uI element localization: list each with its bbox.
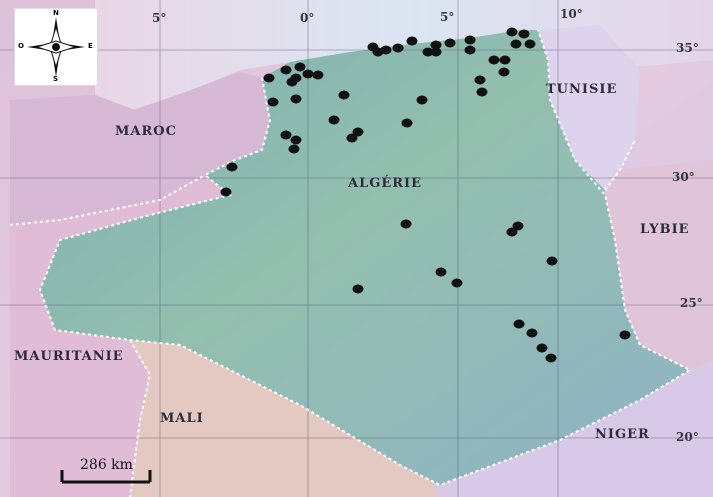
site-marker: [380, 45, 392, 55]
libya-region: [605, 160, 713, 370]
compass-e: E: [88, 42, 93, 50]
site-marker: [536, 343, 548, 353]
latitude-label-25: 25°: [680, 296, 703, 310]
site-marker: [302, 69, 314, 79]
site-marker: [401, 118, 413, 128]
site-marker: [267, 97, 279, 107]
site-marker: [226, 162, 238, 172]
site-marker: [464, 45, 476, 55]
site-marker: [263, 73, 275, 83]
sites-layer: [220, 27, 631, 363]
mauritania-region: [10, 175, 230, 497]
site-marker: [290, 135, 302, 145]
site-marker: [526, 328, 538, 338]
longitude-label-e10: 10°: [560, 7, 583, 21]
tunisia-region: [538, 25, 640, 190]
site-marker: [290, 94, 302, 104]
mali-region: [130, 340, 440, 497]
site-marker: [464, 35, 476, 45]
site-marker: [512, 221, 524, 231]
site-marker: [392, 43, 404, 53]
label-tunisie: TUNISIE: [546, 82, 618, 97]
site-marker: [406, 36, 418, 46]
site-marker: [619, 330, 631, 340]
mediterranean-sea: [95, 0, 713, 110]
site-marker: [280, 130, 292, 140]
latitude-label-30: 30°: [672, 170, 695, 184]
site-marker: [506, 27, 518, 37]
longitude-label-0: 0°: [300, 11, 315, 25]
label-mali: MALI: [160, 411, 204, 426]
label-lybie: LYBIE: [640, 222, 690, 237]
site-marker: [451, 278, 463, 288]
latitude-label-35: 35°: [676, 41, 699, 55]
site-marker: [280, 65, 292, 75]
scale-bar: [60, 470, 152, 484]
compass-s: S: [53, 75, 59, 83]
site-marker: [435, 267, 447, 277]
site-marker: [288, 144, 300, 154]
site-marker: [294, 62, 306, 72]
scale-label-box: 286 km: [60, 455, 156, 485]
site-marker: [286, 77, 298, 87]
site-marker: [328, 115, 340, 125]
site-marker: [352, 127, 364, 137]
label-niger: NIGER: [595, 427, 650, 442]
site-marker: [220, 187, 232, 197]
label-maroc: MAROC: [115, 124, 177, 139]
algeria-region: [40, 30, 690, 485]
label-mauritanie: MAURITANIE: [14, 349, 124, 364]
site-marker: [498, 67, 510, 77]
longitude-label-e5: 5°: [440, 10, 455, 24]
site-marker: [545, 353, 557, 363]
site-marker: [510, 39, 522, 49]
compass-icon: [27, 17, 85, 77]
compass-n: N: [53, 9, 59, 17]
site-marker: [400, 219, 412, 229]
label-algerie: ALGÉRIE: [348, 176, 423, 191]
longitude-label-w5: 5°: [152, 11, 167, 25]
compass-rose: N S E O: [14, 8, 98, 86]
site-marker: [346, 133, 358, 143]
compass-o: O: [18, 42, 24, 50]
site-marker: [518, 29, 530, 39]
site-marker: [488, 55, 500, 65]
morocco-region: [10, 72, 270, 225]
site-marker: [430, 47, 442, 57]
scale-label: 286 km: [80, 457, 133, 473]
country-borders: [9, 29, 693, 497]
latitude-label-20: 20°: [676, 430, 699, 444]
site-marker: [444, 38, 456, 48]
site-marker: [338, 90, 350, 100]
site-marker: [352, 284, 364, 294]
site-marker: [506, 227, 518, 237]
site-marker: [499, 55, 511, 65]
niger-region: [440, 360, 713, 497]
site-marker: [513, 319, 525, 329]
site-marker: [476, 87, 488, 97]
site-marker: [524, 39, 536, 49]
site-marker: [416, 95, 428, 105]
site-marker: [422, 47, 434, 57]
site-marker: [546, 256, 558, 266]
site-marker: [474, 75, 486, 85]
site-marker: [312, 70, 324, 80]
site-marker: [430, 40, 442, 50]
